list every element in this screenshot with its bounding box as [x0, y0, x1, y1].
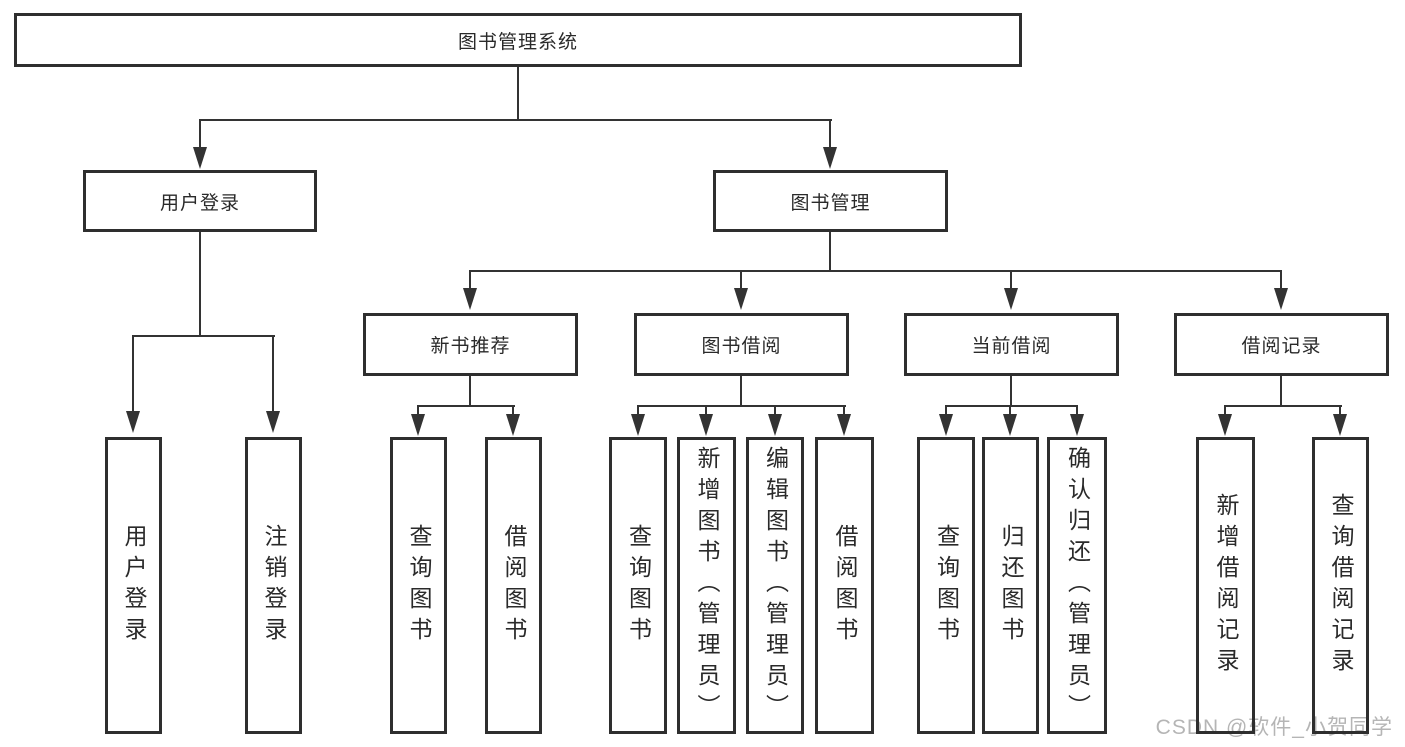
connector-drop-s2c1 — [637, 406, 639, 415]
arrowhead-s2c4 — [837, 414, 851, 436]
leaf-cb-query-books: 查询图书 — [917, 437, 975, 734]
connector-drop-section-2 — [740, 271, 742, 289]
root-box: 图书管理系统 — [14, 13, 1022, 67]
leaf-nb-borrow-books-label: 借阅图书 — [501, 523, 527, 648]
leaf-logout-label: 注销登录 — [261, 523, 287, 648]
root-box-label: 图书管理系统 — [457, 31, 578, 53]
leaf-cb-query-books-label: 查询图书 — [933, 523, 960, 648]
connector-drop-s2c4 — [843, 406, 845, 415]
connector-management-split — [469, 270, 1282, 272]
connector-section2-split — [637, 405, 846, 407]
arrowhead-s3c2 — [1003, 414, 1017, 436]
connector-section4-trunk — [1280, 376, 1282, 406]
arrowhead-login — [193, 147, 207, 169]
leaf-cb-return-books: 归还图书 — [982, 437, 1039, 734]
section-borrow-records-label: 借阅记录 — [1241, 336, 1322, 357]
leaf-nb-borrow-books: 借阅图书 — [485, 437, 542, 734]
arrowhead-s2c1 — [631, 414, 645, 436]
leaf-bb-query-books: 查询图书 — [609, 437, 667, 734]
section-new-book-recommend-label: 新书推荐 — [430, 336, 511, 357]
leaf-cb-return-books-label: 归还图书 — [998, 523, 1024, 648]
arrowhead-section-3 — [1004, 288, 1018, 310]
connector-drop-user-login — [132, 336, 134, 412]
connector-drop-s2c3 — [774, 406, 776, 415]
leaf-bb-query-books-label: 查询图书 — [625, 523, 652, 648]
branch-user-login-box: 用户登录 — [83, 170, 317, 232]
connector-drop-s3c3 — [1076, 406, 1078, 415]
leaf-nb-query-books: 查询图书 — [390, 437, 447, 734]
section-borrow-records-box: 借阅记录 — [1174, 313, 1389, 376]
section-book-borrow-box: 图书借阅 — [634, 313, 849, 376]
section-new-book-recommend-box: 新书推荐 — [363, 313, 578, 376]
connector-drop-section-1 — [469, 271, 471, 289]
connector-drop-s4c1 — [1224, 406, 1226, 415]
leaf-br-query-borrow-record: 查询借阅记录 — [1312, 437, 1369, 734]
leaf-br-add-borrow-record: 新增借阅记录 — [1196, 437, 1255, 734]
connector-drop-management — [829, 120, 831, 148]
connector-root-split — [199, 119, 832, 121]
leaf-br-query-borrow-record-label: 查询借阅记录 — [1328, 492, 1354, 679]
arrowhead-section-2 — [734, 288, 748, 310]
connector-drop-s4c2 — [1339, 406, 1341, 415]
connector-section3-split — [945, 405, 1078, 407]
section-current-borrow-box: 当前借阅 — [904, 313, 1119, 376]
leaf-user-login-label: 用户登录 — [121, 523, 147, 648]
connector-drop-section-4 — [1280, 271, 1282, 289]
section-book-borrow-label: 图书借阅 — [701, 336, 782, 357]
leaf-cb-confirm-return-admin: 确认归还（管理员） — [1047, 437, 1107, 734]
connector-section1-split — [417, 405, 515, 407]
arrowhead-section-4 — [1274, 288, 1288, 310]
arrowhead-s2c3 — [768, 414, 782, 436]
branch-book-management-box: 图书管理 — [713, 170, 948, 232]
arrowhead-s2c2 — [699, 414, 713, 436]
connector-drop-section-3 — [1010, 271, 1012, 289]
leaf-bb-borrow-books: 借阅图书 — [815, 437, 874, 734]
connector-drop-s1c1 — [417, 406, 419, 415]
branch-user-login-label: 用户登录 — [159, 192, 240, 214]
leaf-bb-edit-book-admin-label: 编辑图书（管理员） — [762, 446, 789, 725]
leaf-bb-edit-book-admin: 编辑图书（管理员） — [746, 437, 804, 734]
branch-book-management-label: 图书管理 — [790, 192, 871, 214]
connector-login-split — [132, 335, 275, 337]
connector-login-trunk — [199, 232, 201, 337]
leaf-br-add-borrow-record-label: 新增借阅记录 — [1213, 492, 1239, 679]
connector-section1-trunk — [469, 376, 471, 406]
connector-drop-login — [199, 120, 201, 148]
leaf-user-login: 用户登录 — [105, 437, 162, 734]
arrowhead-s4c1 — [1218, 414, 1232, 436]
connector-drop-s1c2 — [512, 406, 514, 415]
connector-section3-trunk — [1010, 376, 1012, 406]
arrowhead-s1c2 — [506, 414, 520, 436]
connector-section2-trunk — [740, 376, 742, 406]
leaf-bb-add-book-admin: 新增图书（管理员） — [677, 437, 736, 734]
arrowhead-s1c1 — [411, 414, 425, 436]
connector-section4-split — [1224, 405, 1342, 407]
connector-root-trunk — [517, 66, 519, 121]
leaf-cb-confirm-return-admin-label: 确认归还（管理员） — [1064, 446, 1091, 725]
leaf-nb-query-books-label: 查询图书 — [406, 523, 432, 648]
section-current-borrow-label: 当前借阅 — [971, 336, 1052, 357]
arrowhead-user-login — [126, 411, 140, 433]
connector-drop-s2c2 — [705, 406, 707, 415]
connector-management-trunk — [829, 232, 831, 272]
arrowhead-s3c1 — [939, 414, 953, 436]
leaf-bb-add-book-admin-label: 新增图书（管理员） — [694, 446, 720, 725]
arrowhead-management — [823, 147, 837, 169]
connector-drop-s3c2 — [1009, 406, 1011, 415]
leaf-bb-borrow-books-label: 借阅图书 — [832, 523, 858, 648]
leaf-logout: 注销登录 — [245, 437, 302, 734]
arrowhead-logout — [266, 411, 280, 433]
arrowhead-s3c3 — [1070, 414, 1084, 436]
connector-drop-logout — [272, 336, 274, 412]
arrowhead-section-1 — [463, 288, 477, 310]
connector-drop-s3c1 — [945, 406, 947, 415]
arrowhead-s4c2 — [1333, 414, 1347, 436]
